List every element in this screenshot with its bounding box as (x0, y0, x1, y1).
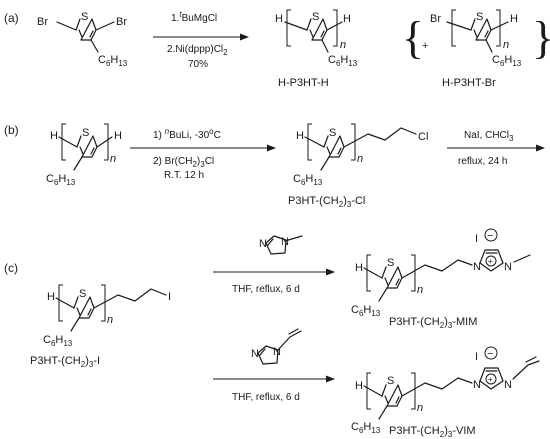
plus-charge: + (488, 257, 493, 266)
repeat-n: n (357, 153, 363, 165)
vinylimidazole-reagent: N N (251, 328, 302, 365)
repeat-n: n (503, 39, 509, 51)
n-atom-imine: N (259, 238, 267, 250)
s-atom: S (387, 375, 394, 387)
n-plus-atom: N (473, 261, 481, 273)
s-atom: S (387, 257, 394, 269)
repeat-n: n (110, 153, 116, 165)
hexyl-label: C6H13 (328, 54, 358, 68)
h-p3ht-h-reactant: H S H n C6H13 (46, 123, 122, 187)
product-label-p3ht-cl: P3HT-(CH2)3-Cl (288, 195, 365, 209)
hexyl-label: C6H13 (351, 304, 381, 318)
p3ht-vim-structure: H S N N + I − n C6H13 P3HT-(CH2)3-VIM (351, 346, 540, 439)
cond-b-nai: NaI, CHCl3 (464, 130, 514, 143)
cond-a-step1: 1.tBuMgCl (171, 10, 217, 24)
h-p3ht-h-structure: H S H n C6H13 H-P3HT-H (275, 9, 358, 89)
repeat-n: n (417, 402, 423, 414)
cond-b-reflux: reflux, 24 h (458, 156, 507, 167)
h-atom: H (355, 262, 363, 274)
product-label-h-p3ht-br: H-P3HT-Br (442, 77, 496, 89)
h-atom-right: H (343, 13, 351, 25)
product-label-vim: P3HT-(CH2)3-VIM (389, 425, 476, 439)
cl-atom: Cl (418, 131, 428, 143)
cond-c-mim: THF, reflux, 6 d (232, 284, 300, 295)
n-plus-atom: N (473, 379, 481, 391)
hexyl-label: C6H13 (492, 54, 522, 68)
h-atom-left: H (275, 13, 283, 25)
s-atom: S (82, 127, 89, 139)
h-atom: H (510, 13, 518, 25)
p3ht-mim-structure: H S N N + I − n C6H13 P3HT-(CH2)3-MIM (351, 228, 531, 330)
n-atom: N (504, 261, 512, 273)
cond-b-step2-time: R.T. 12 h (164, 170, 204, 181)
dibromo-monomer: Br S Br C6H13 (37, 11, 128, 68)
p3ht-chloropropyl-structure: H S Cl n C6H13 P3HT-(CH2)3-Cl (288, 123, 428, 209)
cond-b-step2: 2) Br(CH2)3Cl (153, 156, 214, 169)
repeat-n: n (340, 39, 346, 51)
h-atom: H (47, 291, 55, 303)
h-atom: H (355, 380, 363, 392)
hexyl-label: C6H13 (293, 173, 323, 187)
s-atom: S (81, 11, 88, 23)
plus-sign: + (422, 40, 428, 52)
brace-open: { (402, 12, 424, 63)
h-atom: H (296, 130, 304, 142)
s-atom: S (476, 11, 483, 23)
minus-charge: − (487, 230, 493, 242)
cond-b-step1: 1) nBuLi, -30oC (153, 127, 221, 141)
iodide-anion: I (475, 351, 478, 363)
repeat-n: n (107, 314, 113, 326)
br-atom-left: Br (37, 16, 48, 28)
iodide-anion: I (475, 233, 478, 245)
product-label-mim: P3HT-(CH2)3-MIM (389, 316, 477, 330)
plus-charge: + (488, 375, 493, 384)
hexyl-label: C6H13 (98, 54, 128, 68)
hexyl-label: C6H13 (43, 334, 73, 348)
repeat-n: n (417, 284, 423, 296)
h-p3ht-br-structure: Br S H n C6H13 H-P3HT-Br (430, 9, 522, 89)
hexyl-label: C6H13 (46, 173, 76, 187)
cond-a-step2: 2.Ni(dppp)Cl2 (167, 44, 228, 57)
s-atom: S (79, 288, 86, 300)
p3ht-iodopropyl-structure: H S I n C6H13 P3HT-(CH2)3-I (30, 284, 171, 369)
s-atom: S (329, 127, 336, 139)
start-label-p3ht-i: P3HT-(CH2)3-I (30, 355, 100, 369)
panel-label-c: (c) (4, 261, 18, 275)
n-atom: N (504, 379, 512, 391)
panel-label-b: (b) (4, 123, 19, 137)
br-atom: Br (430, 13, 441, 25)
methylimidazole-reagent: N N (259, 235, 303, 255)
cond-a-yield: 70% (188, 59, 208, 70)
br-atom-right: Br (116, 16, 127, 28)
hexyl-label: C6H13 (351, 421, 381, 435)
n-atom-methyl: N (281, 236, 289, 248)
n-atom-imine: N (251, 348, 259, 360)
i-atom: I (168, 291, 171, 303)
h-atom-right: H (114, 130, 122, 142)
cond-c-vim: THF, reflux, 6 d (232, 392, 300, 403)
n-atom-vinyl: N (273, 346, 281, 358)
h-atom-left: H (50, 130, 58, 142)
minus-charge: − (487, 348, 493, 360)
brace-close: } (532, 12, 550, 63)
panel-label-a: (a) (4, 11, 19, 25)
s-atom: S (312, 11, 319, 23)
product-label-h-p3ht-h: H-P3HT-H (278, 77, 329, 89)
